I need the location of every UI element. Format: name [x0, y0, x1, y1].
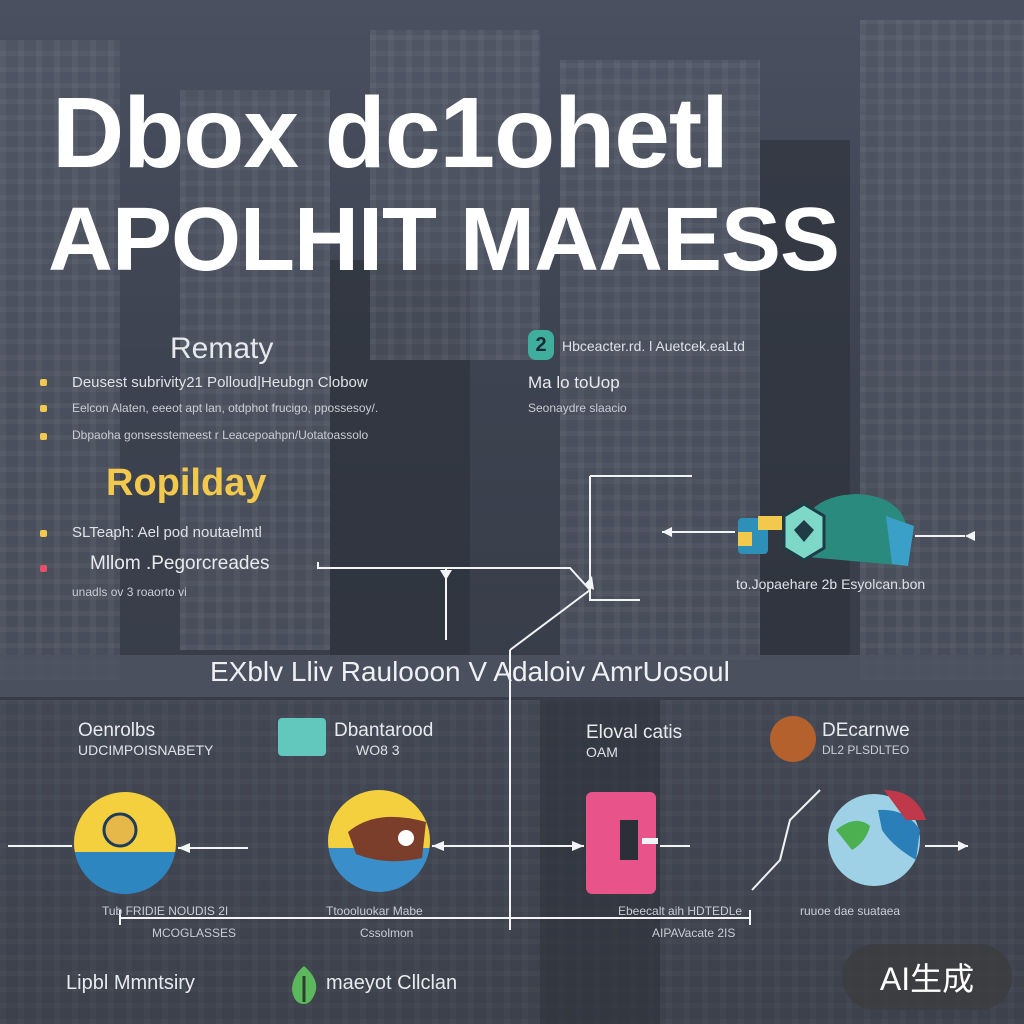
col2-title: Dbantarood: [334, 720, 434, 741]
band-text: EXblv Lliv Raulooon V Adaloiv AmrUosoul: [210, 656, 730, 687]
circle-icon-1: [74, 792, 176, 894]
list-item: Eelcon Alaten, eeeot apt lan, otdphot fr…: [72, 401, 379, 415]
col1-caption-2: MCOGLASSES: [152, 926, 237, 940]
module-caption: to.Jopaehare 2b Esyolcan.bon: [736, 576, 926, 592]
bullet-icon: [40, 405, 47, 412]
col2-subtitle: WO8 3: [356, 742, 400, 758]
col2-caption: Ttoooluokar Mabe: [326, 904, 423, 918]
section-heading-ropilday: Ropilday: [106, 462, 267, 504]
footer-center: maeyot Cllclan: [326, 972, 458, 994]
col1-subtitle: UDCIMPOISNABETY: [78, 742, 214, 758]
col3-caption-2: AIPAVacate 2IS: [652, 926, 736, 940]
col1-caption: Tub FRIDIE NOUDIS 2I: [102, 904, 229, 918]
middle-band: [0, 655, 1024, 697]
list-item: Deusest subrivity21 Polloud|Heubgn Clobo…: [72, 374, 368, 391]
col3-title: Eloval catis: [586, 722, 683, 743]
list-item: Dbpaoha gonsesstemeest r Leacepoahpn/Uot…: [72, 428, 369, 442]
section-heading-rematy: Rematy: [170, 332, 274, 365]
bullet-icon: [40, 530, 47, 537]
col4-subtitle: DL2 PLSDLTEO: [822, 743, 910, 757]
module-graphic-icon: [738, 494, 914, 566]
ai-generated-watermark: AI生成: [842, 944, 1012, 1010]
top-right-line-2: Ma lo toUop: [528, 373, 620, 392]
middle-left-sub: unadls ov 3 roaorto vi: [72, 585, 187, 599]
col3-caption: Ebeecalt aih HDTEDLe: [618, 904, 743, 918]
list-item: SLTeaph: Ael pod noutaelmtl: [72, 524, 262, 541]
globe-icon: [828, 790, 926, 886]
bullet-icon: [40, 379, 47, 386]
col4-caption: ruuoe dae suataea: [800, 904, 901, 918]
bullet-icon: [40, 433, 47, 440]
footer-left: Lipbl Mmntsiry: [66, 972, 195, 994]
top-right-line-3: Seonaydre slaacio: [528, 401, 627, 415]
badge-icon: 2: [528, 330, 554, 360]
col4-title: DEcarnwe: [822, 720, 910, 741]
top-right-line-1: Hbceacter.rd. l Auetcek.eaLtd: [562, 338, 745, 354]
tablet-icon: [586, 792, 658, 894]
page-title-line-1: Dboх dc1ohetl: [52, 77, 729, 189]
circle-icon-2: [328, 790, 430, 892]
bullet-icon: [40, 565, 47, 572]
list-item: Mllom .Pegorcreades: [90, 553, 270, 574]
col2-caption-2: Cssolmon: [360, 926, 414, 940]
page-title-line-2: APOLHIT MAAESS: [48, 190, 840, 290]
col3-subtitle: OAM: [586, 744, 618, 760]
folder-icon: [278, 718, 326, 756]
puzzle-icon: [770, 716, 816, 762]
leaf-icon: [292, 966, 317, 1004]
col1-title: Oenrolbs: [78, 720, 156, 741]
